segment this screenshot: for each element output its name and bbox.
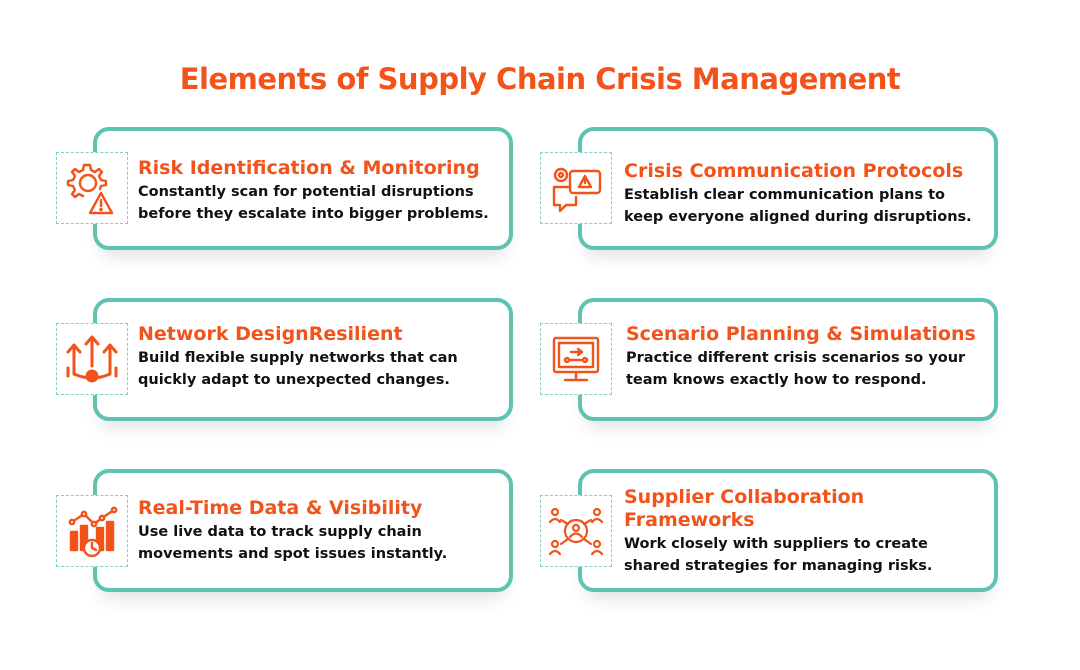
card-description-line: team knows exactly how to respond. [626, 372, 927, 388]
card-title: Real-Time Data & Visibility [138, 497, 423, 519]
card-crisis-communication [578, 127, 998, 250]
card-description-line: Use live data to track supply chain [138, 524, 422, 540]
card-title: Scenario Planning & Simulations [626, 323, 976, 345]
card-title: Network DesignResilient [138, 323, 403, 345]
card-network-design [93, 298, 513, 421]
communication-icon-box [540, 152, 612, 224]
card-description-line: keep everyone aligned during disruptions… [624, 209, 972, 225]
card-description-line: Establish clear communication plans to [624, 187, 945, 203]
gear-warning-icon [66, 163, 114, 215]
card-description-line: movements and spot issues instantly. [138, 546, 448, 562]
card-title-continued: Frameworks [624, 509, 755, 531]
chart-clock-icon [68, 506, 118, 558]
monitor-simulation-icon [552, 336, 600, 382]
card-supplier-collaboration [578, 469, 998, 592]
scenario-icon-box [540, 323, 612, 395]
people-network-icon [548, 507, 604, 556]
page-title: Elements of Supply Chain Crisis Manageme… [179, 62, 901, 96]
card-description-line: before they escalate into bigger problem… [138, 206, 489, 222]
chat-alert-icon [552, 167, 602, 213]
card-title: Crisis Communication Protocols [624, 160, 964, 182]
card-description-line: Work closely with suppliers to create [624, 536, 928, 552]
card-title: Supplier Collaboration [624, 486, 865, 508]
card-description-line: Constantly scan for potential disruption… [138, 184, 474, 200]
card-description-line: Practice different crisis scenarios so y… [626, 350, 966, 366]
card-real-time-data [93, 469, 513, 592]
risk-icon-box [56, 152, 128, 224]
supplier-icon-box [540, 495, 612, 567]
card-description-line: quickly adapt to unexpected changes. [138, 372, 450, 388]
card-description-line: shared strategies for managing risks. [624, 558, 933, 574]
network-icon-box [56, 323, 128, 395]
card-risk-identification [93, 127, 513, 250]
card-scenario-planning [578, 298, 998, 421]
data-icon-box [56, 495, 128, 567]
card-title: Risk Identification & Monitoring [138, 157, 480, 179]
card-description-line: Build flexible supply networks that can [138, 350, 458, 366]
network-arrows-icon [66, 335, 118, 383]
